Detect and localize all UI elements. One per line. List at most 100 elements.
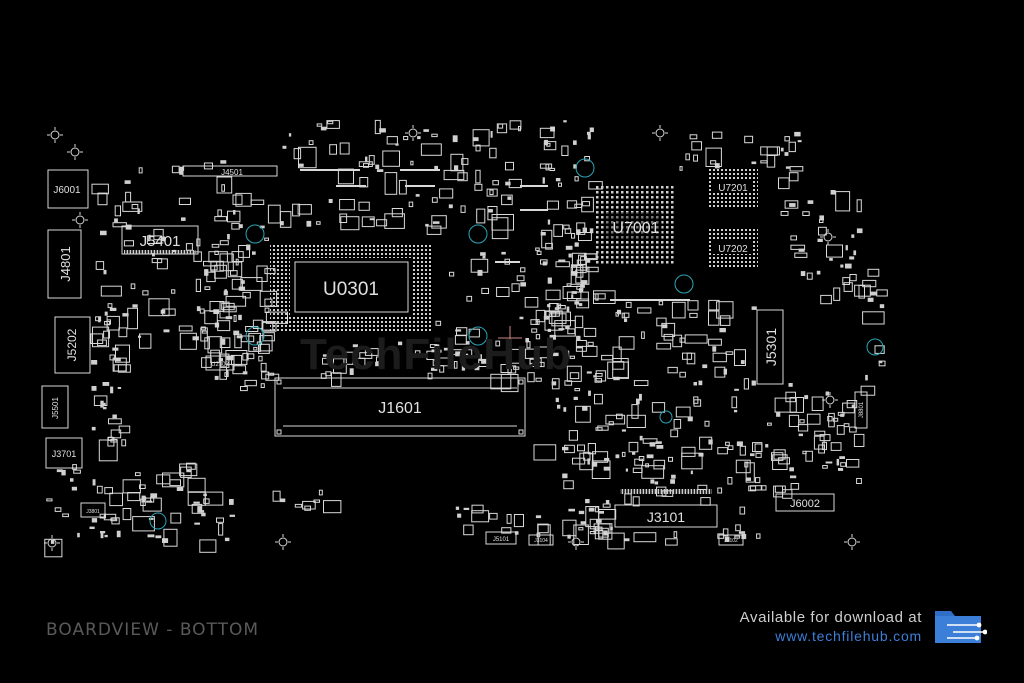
smd-part	[455, 329, 462, 332]
u2803-label: U2803	[211, 362, 229, 368]
vram-top-label: U7201	[718, 183, 748, 194]
smd-part	[658, 300, 664, 306]
smd-part	[800, 271, 806, 276]
j5101-label: J5101	[493, 537, 510, 543]
smd-part	[187, 477, 206, 493]
smd-part	[691, 141, 702, 151]
smd-part	[148, 298, 170, 317]
smd-part	[535, 247, 540, 251]
smd-part	[161, 236, 166, 242]
j8801-label: J8801	[859, 401, 865, 418]
smd-part	[700, 497, 711, 506]
smd-part	[586, 371, 592, 374]
smd-part	[605, 500, 610, 504]
website-link[interactable]: www.techfilehub.com	[775, 628, 922, 644]
smd-part	[280, 221, 284, 226]
smd-part	[566, 200, 578, 209]
smd-part	[585, 253, 597, 260]
smd-part	[605, 414, 626, 425]
smd-part	[838, 468, 844, 471]
smd-part	[557, 404, 561, 409]
smd-part	[785, 391, 797, 403]
smd-part	[103, 513, 117, 521]
smd-part	[505, 161, 514, 171]
smd-part	[547, 277, 552, 284]
smd-part	[108, 418, 122, 425]
smd-part	[356, 357, 366, 369]
smd-part	[122, 201, 143, 212]
vram-u7202: U7202	[708, 228, 758, 268]
smd-part	[328, 199, 333, 203]
smd-part	[423, 129, 429, 132]
smd-part	[199, 539, 217, 553]
smd-part	[585, 499, 590, 504]
smd-part	[132, 516, 155, 532]
smd-part	[589, 127, 594, 133]
vram-bottom-label: U7202	[718, 244, 748, 255]
smd-part	[92, 479, 96, 486]
smd-part	[220, 160, 227, 164]
smd-part	[574, 301, 580, 305]
smd-part	[339, 213, 348, 223]
smd-part	[497, 123, 504, 129]
smd-part	[825, 391, 830, 396]
smd-part	[545, 163, 550, 171]
smd-part	[91, 360, 98, 365]
smd-part	[252, 319, 264, 330]
smd-part	[61, 469, 66, 476]
smd-part	[587, 134, 591, 140]
smd-part	[671, 474, 676, 479]
smd-part	[835, 191, 851, 212]
smd-part	[790, 483, 800, 490]
smd-part	[702, 364, 708, 369]
smd-part	[219, 337, 231, 348]
smd-part	[358, 201, 370, 211]
smd-part	[203, 498, 210, 504]
smd-part	[582, 201, 590, 207]
smd-part	[90, 333, 104, 344]
smd-part	[487, 209, 493, 213]
smd-part	[306, 220, 312, 227]
smd-components	[44, 119, 888, 558]
folder-circuit-icon	[935, 611, 987, 643]
smd-part	[195, 278, 202, 292]
j5301-label: J5301	[763, 328, 779, 366]
smd-part	[679, 337, 686, 343]
smd-part	[490, 373, 512, 390]
smd-part	[141, 496, 147, 500]
smd-part	[104, 487, 114, 495]
smd-part	[731, 396, 738, 409]
smd-part	[122, 479, 141, 494]
smd-part	[833, 287, 841, 301]
vram-u7201: U7201	[708, 168, 758, 208]
smd-part	[454, 165, 459, 171]
smd-part	[514, 531, 519, 535]
connector-j1601: J1601	[274, 377, 526, 437]
smd-part	[500, 364, 512, 373]
smd-part	[788, 172, 799, 182]
smd-part	[751, 380, 756, 386]
smd-part	[661, 322, 676, 337]
smd-part	[819, 219, 824, 224]
smd-part	[602, 503, 611, 508]
smd-part	[840, 413, 845, 417]
connector-j3104: J3104	[528, 534, 554, 546]
smd-part	[542, 261, 547, 266]
smd-part	[717, 533, 725, 539]
smd-part	[588, 390, 591, 396]
smd-part	[697, 484, 708, 490]
smd-part	[578, 510, 585, 515]
smd-part	[860, 385, 876, 396]
smd-part	[443, 169, 465, 181]
smd-part	[746, 477, 751, 481]
smd-part	[587, 131, 591, 135]
smd-part	[527, 372, 535, 383]
smd-part	[435, 320, 442, 326]
smd-part	[587, 458, 590, 465]
smd-part	[449, 271, 455, 277]
smd-part	[142, 290, 149, 296]
smd-part	[294, 503, 303, 508]
smd-part	[650, 479, 655, 484]
smd-part	[566, 291, 589, 302]
smd-part	[870, 291, 877, 296]
